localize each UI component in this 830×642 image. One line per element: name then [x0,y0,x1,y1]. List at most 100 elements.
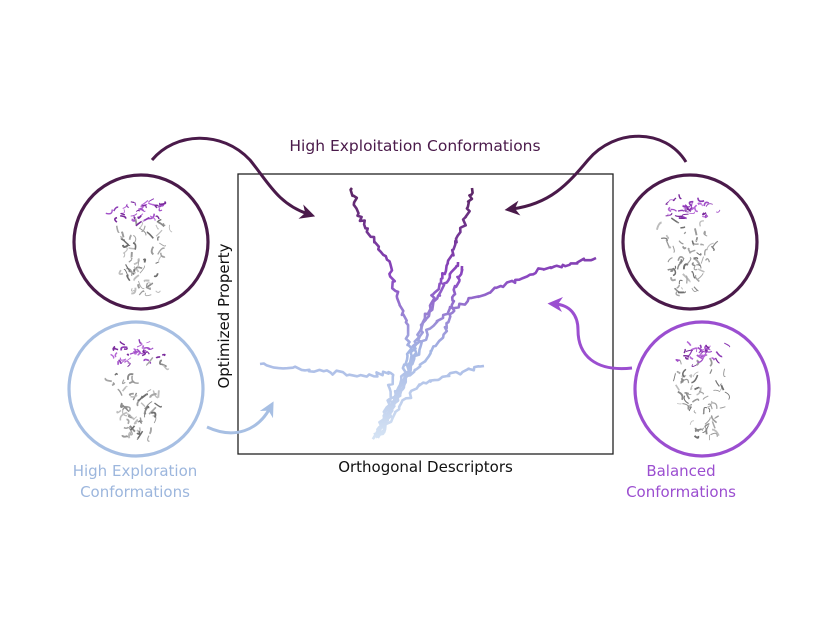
protein-crown-strand [682,205,691,208]
protein-strand [691,240,695,246]
protein-strand [676,261,683,270]
protein-crown-strand [703,201,710,207]
protein-crown-strand [114,216,118,223]
protein-strand [148,427,152,435]
protein-strand [689,420,695,425]
protein-strand [132,242,137,250]
protein-strand [123,252,126,258]
protein-strand [691,271,695,276]
protein-strand [696,264,702,269]
protein-strand [724,391,730,400]
diagram-title: High Exploitation Conformations [289,137,541,155]
protein-strand [682,403,690,410]
protein-crown-strand [670,208,677,212]
protein-crown-strand [162,353,166,357]
protein-crown-strand [141,351,147,357]
protein-strand [683,395,689,404]
protein-crown-strand [677,209,685,212]
protein-strand [693,257,699,260]
protein-crown-strand [696,358,704,363]
protein-crown-strand [124,357,132,363]
protein-strand [116,409,122,414]
protein-strand [138,280,145,290]
protein-crown-strand [159,200,167,206]
circle-bottom-right [633,320,771,458]
protein-strand [713,389,721,392]
protein-strand [670,277,677,282]
protein-crown-strand [110,353,115,359]
protein-strand [682,273,691,283]
protein-crown-strand [672,197,677,202]
protein-strand [667,268,674,272]
protein-crown-strand [702,212,707,216]
protein-crown-strand [701,215,709,218]
protein-strand [677,403,682,405]
protein-crown-strand [689,211,695,214]
protein-strand [693,266,698,271]
protein-strand [104,377,112,383]
protein-crown-strand [701,348,706,352]
protein-strand [675,290,680,297]
y-axis-label: Optimized Property [215,243,233,389]
protein-crown-strand [705,203,713,207]
protein-strand [126,418,130,425]
protein-strand [157,221,165,228]
protein-strand [711,245,715,251]
protein-crown-strand [697,197,705,203]
protein-strand [705,258,711,263]
protein-strand [122,406,127,411]
protein-strand [128,234,132,240]
protein-strand [125,264,131,273]
protein-strand [682,378,690,384]
protein-crown-strand [682,213,689,217]
protein-crown-strand [122,209,125,214]
protein-strand [681,374,687,379]
protein-crown-strand [136,343,143,348]
protein-crown-strand [705,348,708,352]
protein-strand [133,274,140,282]
protein-crown-strand [132,350,140,353]
protein-crown-strand [119,357,127,361]
protein-crown-strand [120,214,127,220]
protein-crown-strand [130,201,135,204]
protein-strand [678,279,683,285]
protein-strand [150,411,157,418]
protein-strand [688,406,692,412]
protein-strand [667,257,673,263]
protein-crown-strand [146,341,151,344]
protein-crown-strand [114,352,118,358]
protein-strand [672,245,675,253]
protein-strand [114,372,118,376]
protein-strand [665,234,670,240]
protein-strand [144,401,153,410]
protein-strand [698,390,705,395]
protein-strand [133,266,141,270]
protein-strand [139,417,143,424]
protein-crown-strand [697,202,703,207]
protein-crown-strand [113,206,119,212]
protein-strand [701,427,705,431]
protein-strand [128,426,133,436]
protein-crown-strand [149,361,152,364]
protein-strand [693,410,697,414]
protein-strand [668,246,672,249]
protein-crown-strand [689,356,694,360]
protein-crown-strand [138,339,142,344]
protein-strand [700,256,704,264]
protein-strand [702,425,709,434]
protein-strand [143,279,150,283]
protein-crown-strand [133,216,136,220]
protein-strand [690,384,694,391]
protein-strand [136,430,141,435]
protein-strand [683,231,687,235]
protein-strand [696,387,702,396]
protein-strand [693,286,699,292]
protein-strand [707,407,711,413]
protein-strand [715,380,720,387]
protein-strand [702,395,709,400]
x-axis-label: Orthogonal Descriptors [338,458,513,476]
protein-crown-strand [705,345,710,349]
protein-strand [711,240,719,249]
protein-strand [691,398,700,403]
